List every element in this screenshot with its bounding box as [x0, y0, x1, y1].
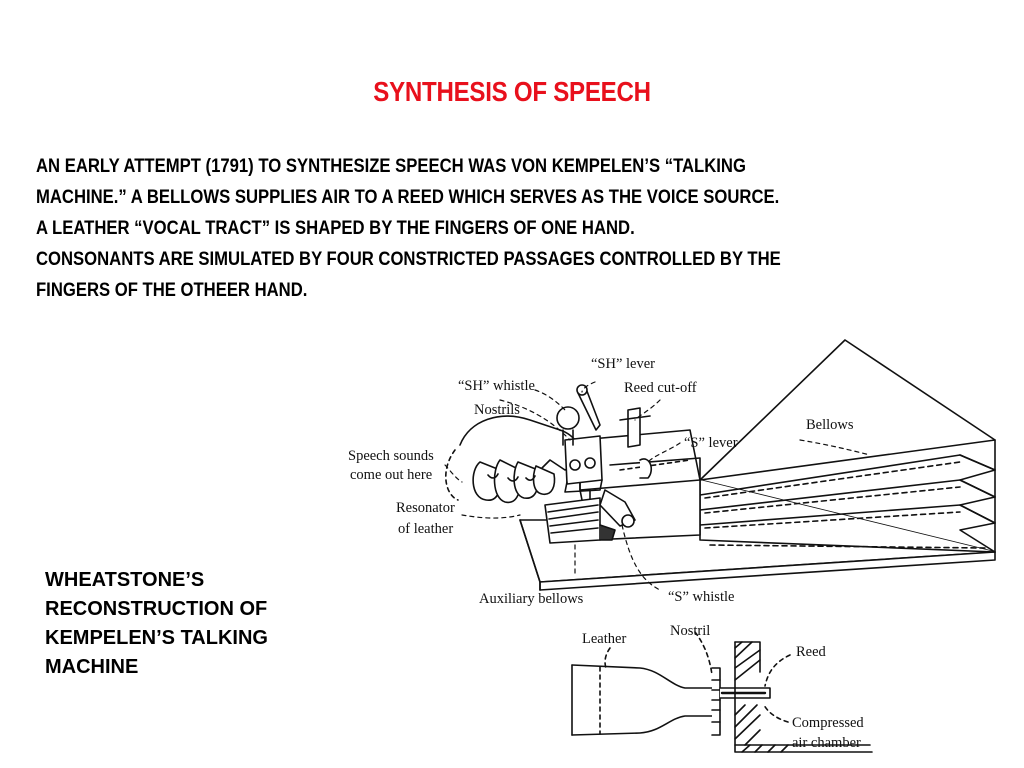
paragraph-line: CONSONANTS ARE SIMULATED BY FOUR CONSTRI…: [36, 248, 781, 270]
label-resonator: Resonator: [396, 500, 455, 516]
label-sh-whistle: “SH” whistle: [458, 378, 535, 394]
label-air-chamber: air chamber: [792, 735, 861, 751]
sh-lever: [576, 384, 601, 431]
label-nostrils: Nostrils: [474, 402, 520, 418]
paragraph-line: AN EARLY ATTEMPT (1791) TO SYNTHESIZE SP…: [36, 155, 746, 177]
slide-title: SYNTHESIS OF SPEECH: [373, 76, 651, 107]
label-nostril: Nostril: [670, 623, 710, 639]
cross-section: [571, 631, 873, 753]
label-s-lever: “S” lever: [684, 435, 738, 451]
label-resonator-line2: of leather: [398, 521, 453, 537]
caption-line: RECONSTRUCTION OF: [45, 598, 268, 620]
figure-labels: “SH” lever “SH” whistle Reed cut-off Nos…: [348, 356, 864, 751]
leather-resonator: [544, 497, 616, 544]
sh-whistle: [556, 406, 580, 446]
caption-line: MACHINE: [45, 656, 139, 678]
figure-caption: WHEATSTONE’S RECONSTRUCTION OF KEMPELEN’…: [45, 566, 268, 682]
caption-line: KEMPELEN’S TALKING: [45, 627, 268, 649]
label-compressed: Compressed: [792, 715, 864, 731]
label-speech-sounds-line2: come out here: [350, 467, 432, 483]
leader-lines: [444, 381, 871, 591]
reed-cutoff: [619, 407, 651, 448]
nostril-block: [564, 435, 603, 493]
label-sh-lever: “SH” lever: [591, 356, 655, 372]
label-reed-cutoff: Reed cut-off: [624, 380, 697, 396]
label-bellows: Bellows: [806, 417, 854, 433]
label-auxiliary-bellows: Auxiliary bellows: [479, 591, 584, 607]
paragraph-line: A LEATHER “VOCAL TRACT” IS SHAPED BY THE…: [36, 217, 635, 239]
s-lever: [639, 458, 652, 479]
paragraph-line: FINGERS OF THE OTHEER HAND.: [36, 279, 308, 301]
body-paragraph: AN EARLY ATTEMPT (1791) TO SYNTHESIZE SP…: [36, 151, 994, 306]
label-reed: Reed: [796, 644, 827, 660]
label-speech-sounds: Speech sounds: [348, 448, 434, 464]
label-leather: Leather: [582, 631, 626, 647]
caption-line: WHEATSTONE’S: [45, 569, 205, 591]
hand: [444, 415, 582, 504]
s-whistle: [599, 489, 636, 528]
label-s-whistle: “S” whistle: [668, 589, 734, 605]
paragraph-line: MACHINE.” A BELLOWS SUPPLIES AIR TO A RE…: [36, 186, 780, 208]
bellows: [699, 339, 996, 553]
